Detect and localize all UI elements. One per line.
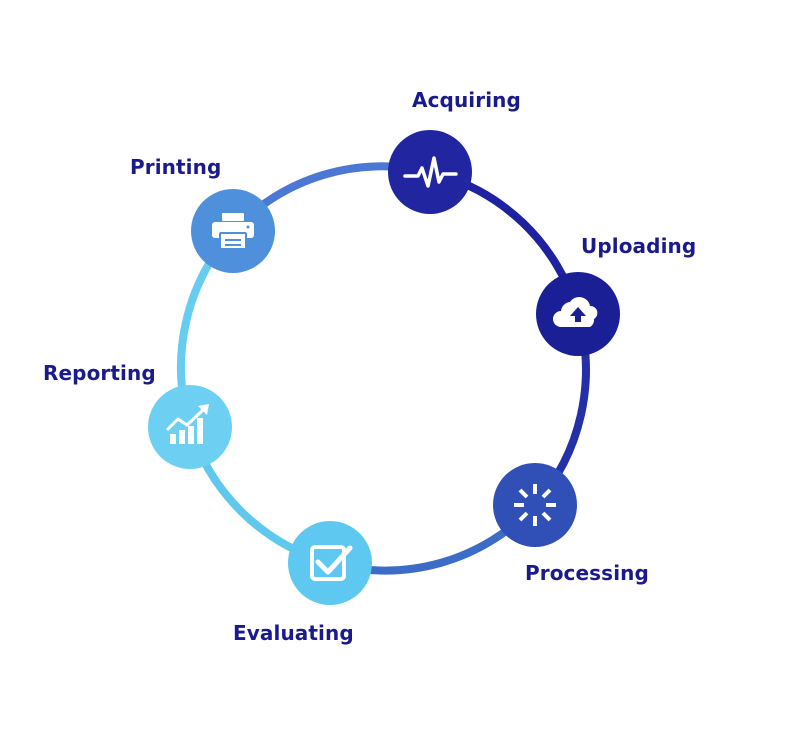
node-processing <box>493 463 577 547</box>
printer-icon <box>212 213 254 250</box>
label-evaluating: Evaluating <box>233 621 354 645</box>
cloud-upload-icon <box>553 297 598 327</box>
node-printing <box>191 189 275 273</box>
loading-spinner-icon <box>514 484 556 526</box>
label-reporting: Reporting <box>43 361 156 385</box>
growth-chart-icon <box>165 404 209 444</box>
label-printing: Printing <box>130 155 222 179</box>
label-processing: Processing <box>525 561 649 585</box>
checkbox-icon <box>310 545 353 581</box>
heartbeat-icon <box>403 156 458 188</box>
node-acquiring <box>388 130 472 214</box>
label-uploading: Uploading <box>581 234 697 258</box>
node-uploading <box>536 272 620 356</box>
label-acquiring: Acquiring <box>412 88 521 112</box>
node-reporting <box>148 385 232 469</box>
node-evaluating <box>288 521 372 605</box>
